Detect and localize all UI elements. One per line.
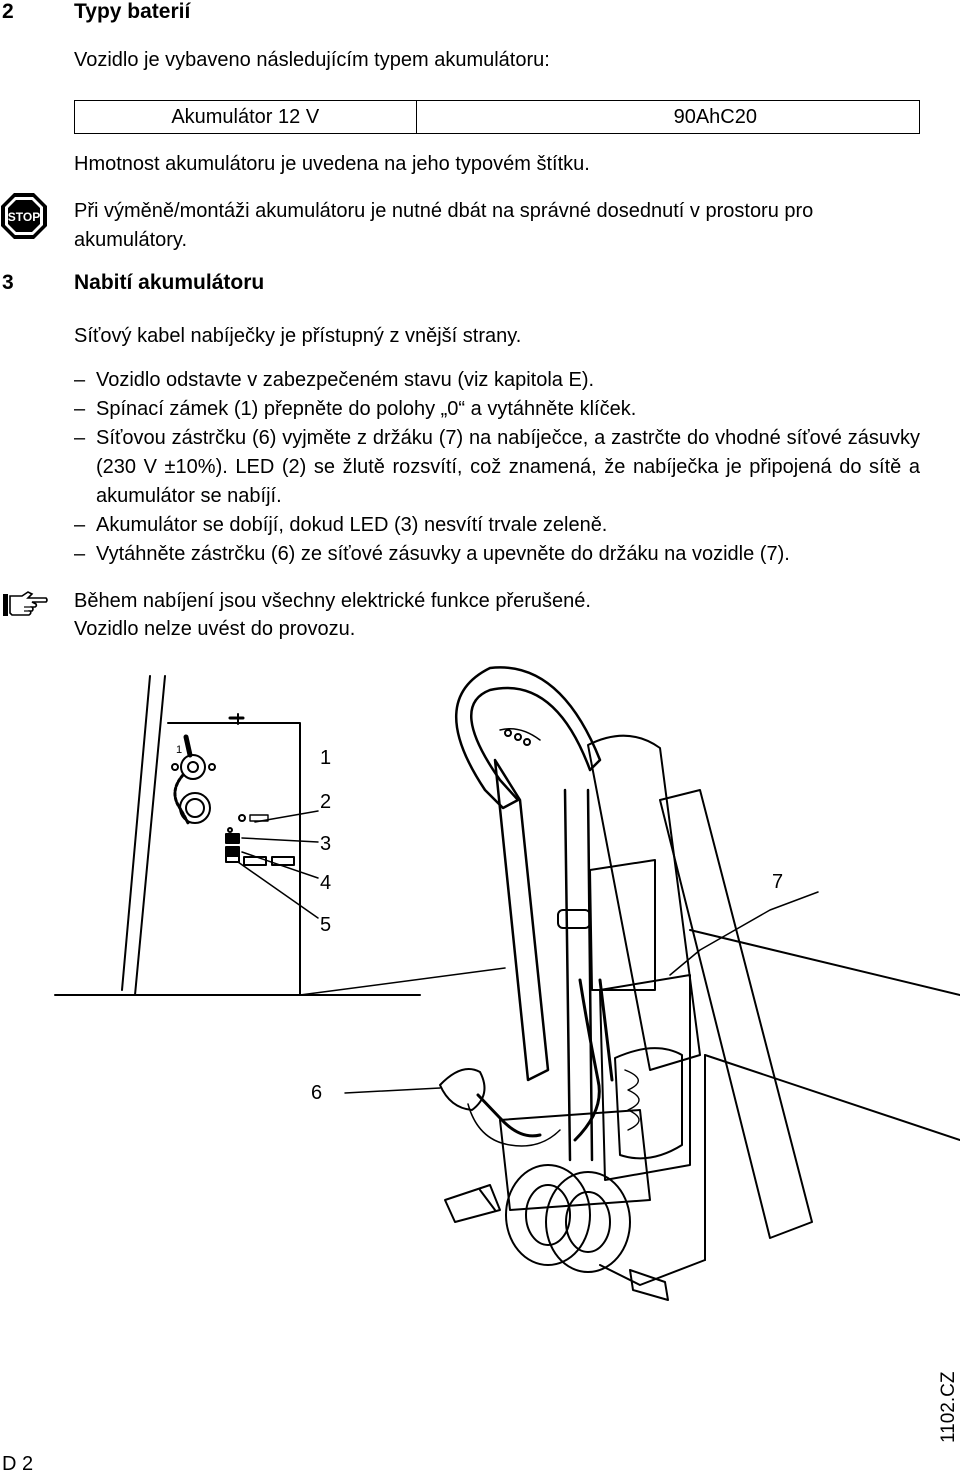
section-2-intro: Vozidlo je vybaveno následujícím typem a… xyxy=(74,49,550,71)
stop-sign-label: STOP xyxy=(8,210,40,224)
callout-2: 2 xyxy=(320,791,332,813)
inset-key-label: 1 xyxy=(176,744,182,756)
step-item: –Akumulátor se dobíjí, dokud LED (3) nes… xyxy=(74,514,608,536)
document-code: 1102.CZ xyxy=(938,1371,959,1443)
pallet-truck-illustration: 1 xyxy=(54,666,960,1301)
callout-6: 6 xyxy=(311,1082,323,1104)
step-item: –Vozidlo odstavte v zabezpečeném stavu (… xyxy=(74,369,595,391)
charger-panel-inset: 1 xyxy=(54,675,421,996)
section-3-number: 3 xyxy=(2,271,14,294)
battery-type-cell: Akumulátor 12 V xyxy=(75,101,417,133)
battery-weight-note: Hmotnost akumulátoru je uvedena na jeho … xyxy=(74,153,590,175)
callout-5: 5 xyxy=(320,914,332,936)
battery-table: Akumulátor 12 V 90AhC20 xyxy=(74,100,920,134)
step-item: –Vytáhněte zástrčku (6) ze síťové zásuvk… xyxy=(74,543,790,565)
step-item: –Spínací zámek (1) přepněte do polohy „0… xyxy=(74,398,637,420)
warning-line-2: akumulátory. xyxy=(74,229,188,251)
mains-plug xyxy=(439,1068,561,1147)
pointing-hand-icon xyxy=(3,591,48,616)
callout-3: 3 xyxy=(320,833,332,855)
callout-1: 1 xyxy=(320,747,332,769)
warning-line-1: Při výměně/montáži akumulátoru je nutné … xyxy=(74,200,814,222)
section-3-intro: Síťový kabel nabíječky je přístupný z vn… xyxy=(74,325,522,347)
note-line-2: Vozidlo nelze uvést do provozu. xyxy=(74,618,356,640)
note-line-1: Během nabíjení jsou všechny elektrické f… xyxy=(74,590,591,612)
callout-4: 4 xyxy=(320,872,332,894)
section-2-title: Typy baterií xyxy=(74,0,191,23)
callout-7: 7 xyxy=(772,871,784,893)
section-2-number: 2 xyxy=(2,0,14,23)
charging-steps: –Vozidlo odstavte v zabezpečeném stavu (… xyxy=(74,366,920,569)
battery-model-cell: 90AhC20 xyxy=(673,105,757,128)
section-3-title: Nabití akumulátoru xyxy=(74,271,265,294)
page-number: D 2 xyxy=(2,1453,34,1475)
step-item: –Síťovou zástrčku (6) vyjměte z držáku (… xyxy=(74,427,920,507)
stop-sign-icon: STOP xyxy=(1,193,47,239)
